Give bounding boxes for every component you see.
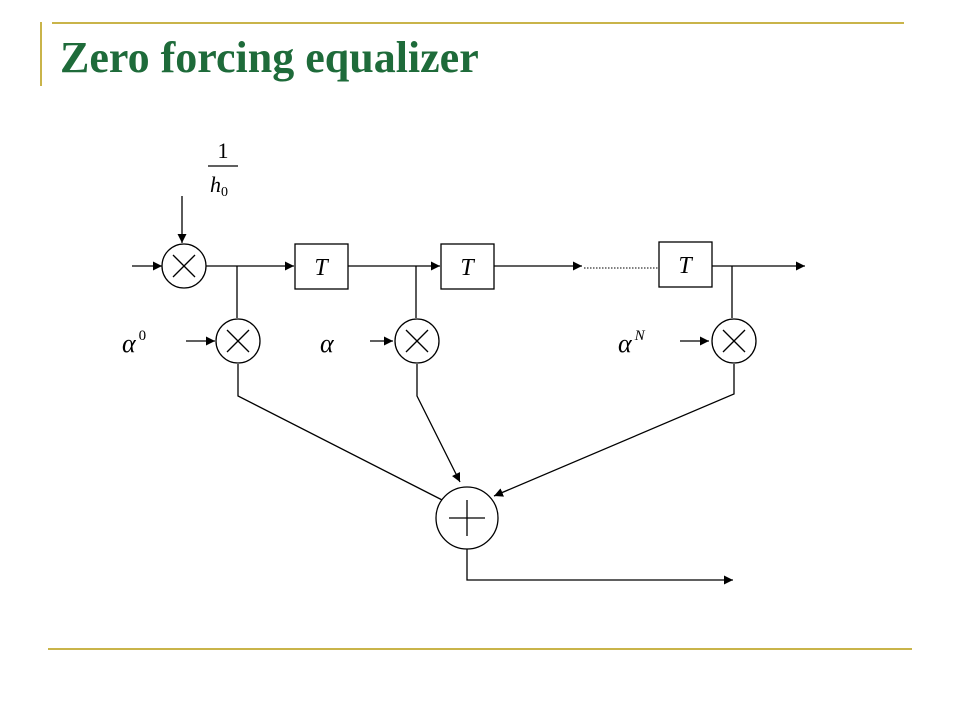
sum-wire-n: [493, 364, 735, 497]
sum-wire-0: [237, 364, 453, 506]
multiplier-icon: [161, 243, 207, 289]
delay-label-2: T: [460, 255, 475, 281]
gain-denominator: h0: [210, 172, 228, 200]
adder-output-wire: [466, 549, 733, 585]
gain-fraction: 1 h0: [208, 138, 238, 200]
top-rule: [52, 22, 904, 24]
delay-label-1: T: [314, 255, 329, 281]
multiplier-icon: [711, 318, 757, 364]
adder-icon: [435, 486, 499, 550]
delay-box-1: [294, 243, 349, 290]
delay-label-3: T: [678, 253, 693, 279]
coefficient-1: α: [320, 329, 335, 358]
bottom-rule: [48, 648, 912, 650]
delay-box-2: [440, 243, 495, 290]
delay-box-3: [658, 241, 713, 288]
gain-numerator: 1: [218, 138, 229, 163]
signal-wires: [132, 196, 805, 585]
sum-wire-1: [416, 364, 461, 483]
multiplier-icon: [394, 318, 440, 364]
page-title: Zero forcing equalizer: [60, 33, 479, 82]
title-accent-bar: [40, 22, 42, 86]
multiplier-icon: [215, 318, 261, 364]
